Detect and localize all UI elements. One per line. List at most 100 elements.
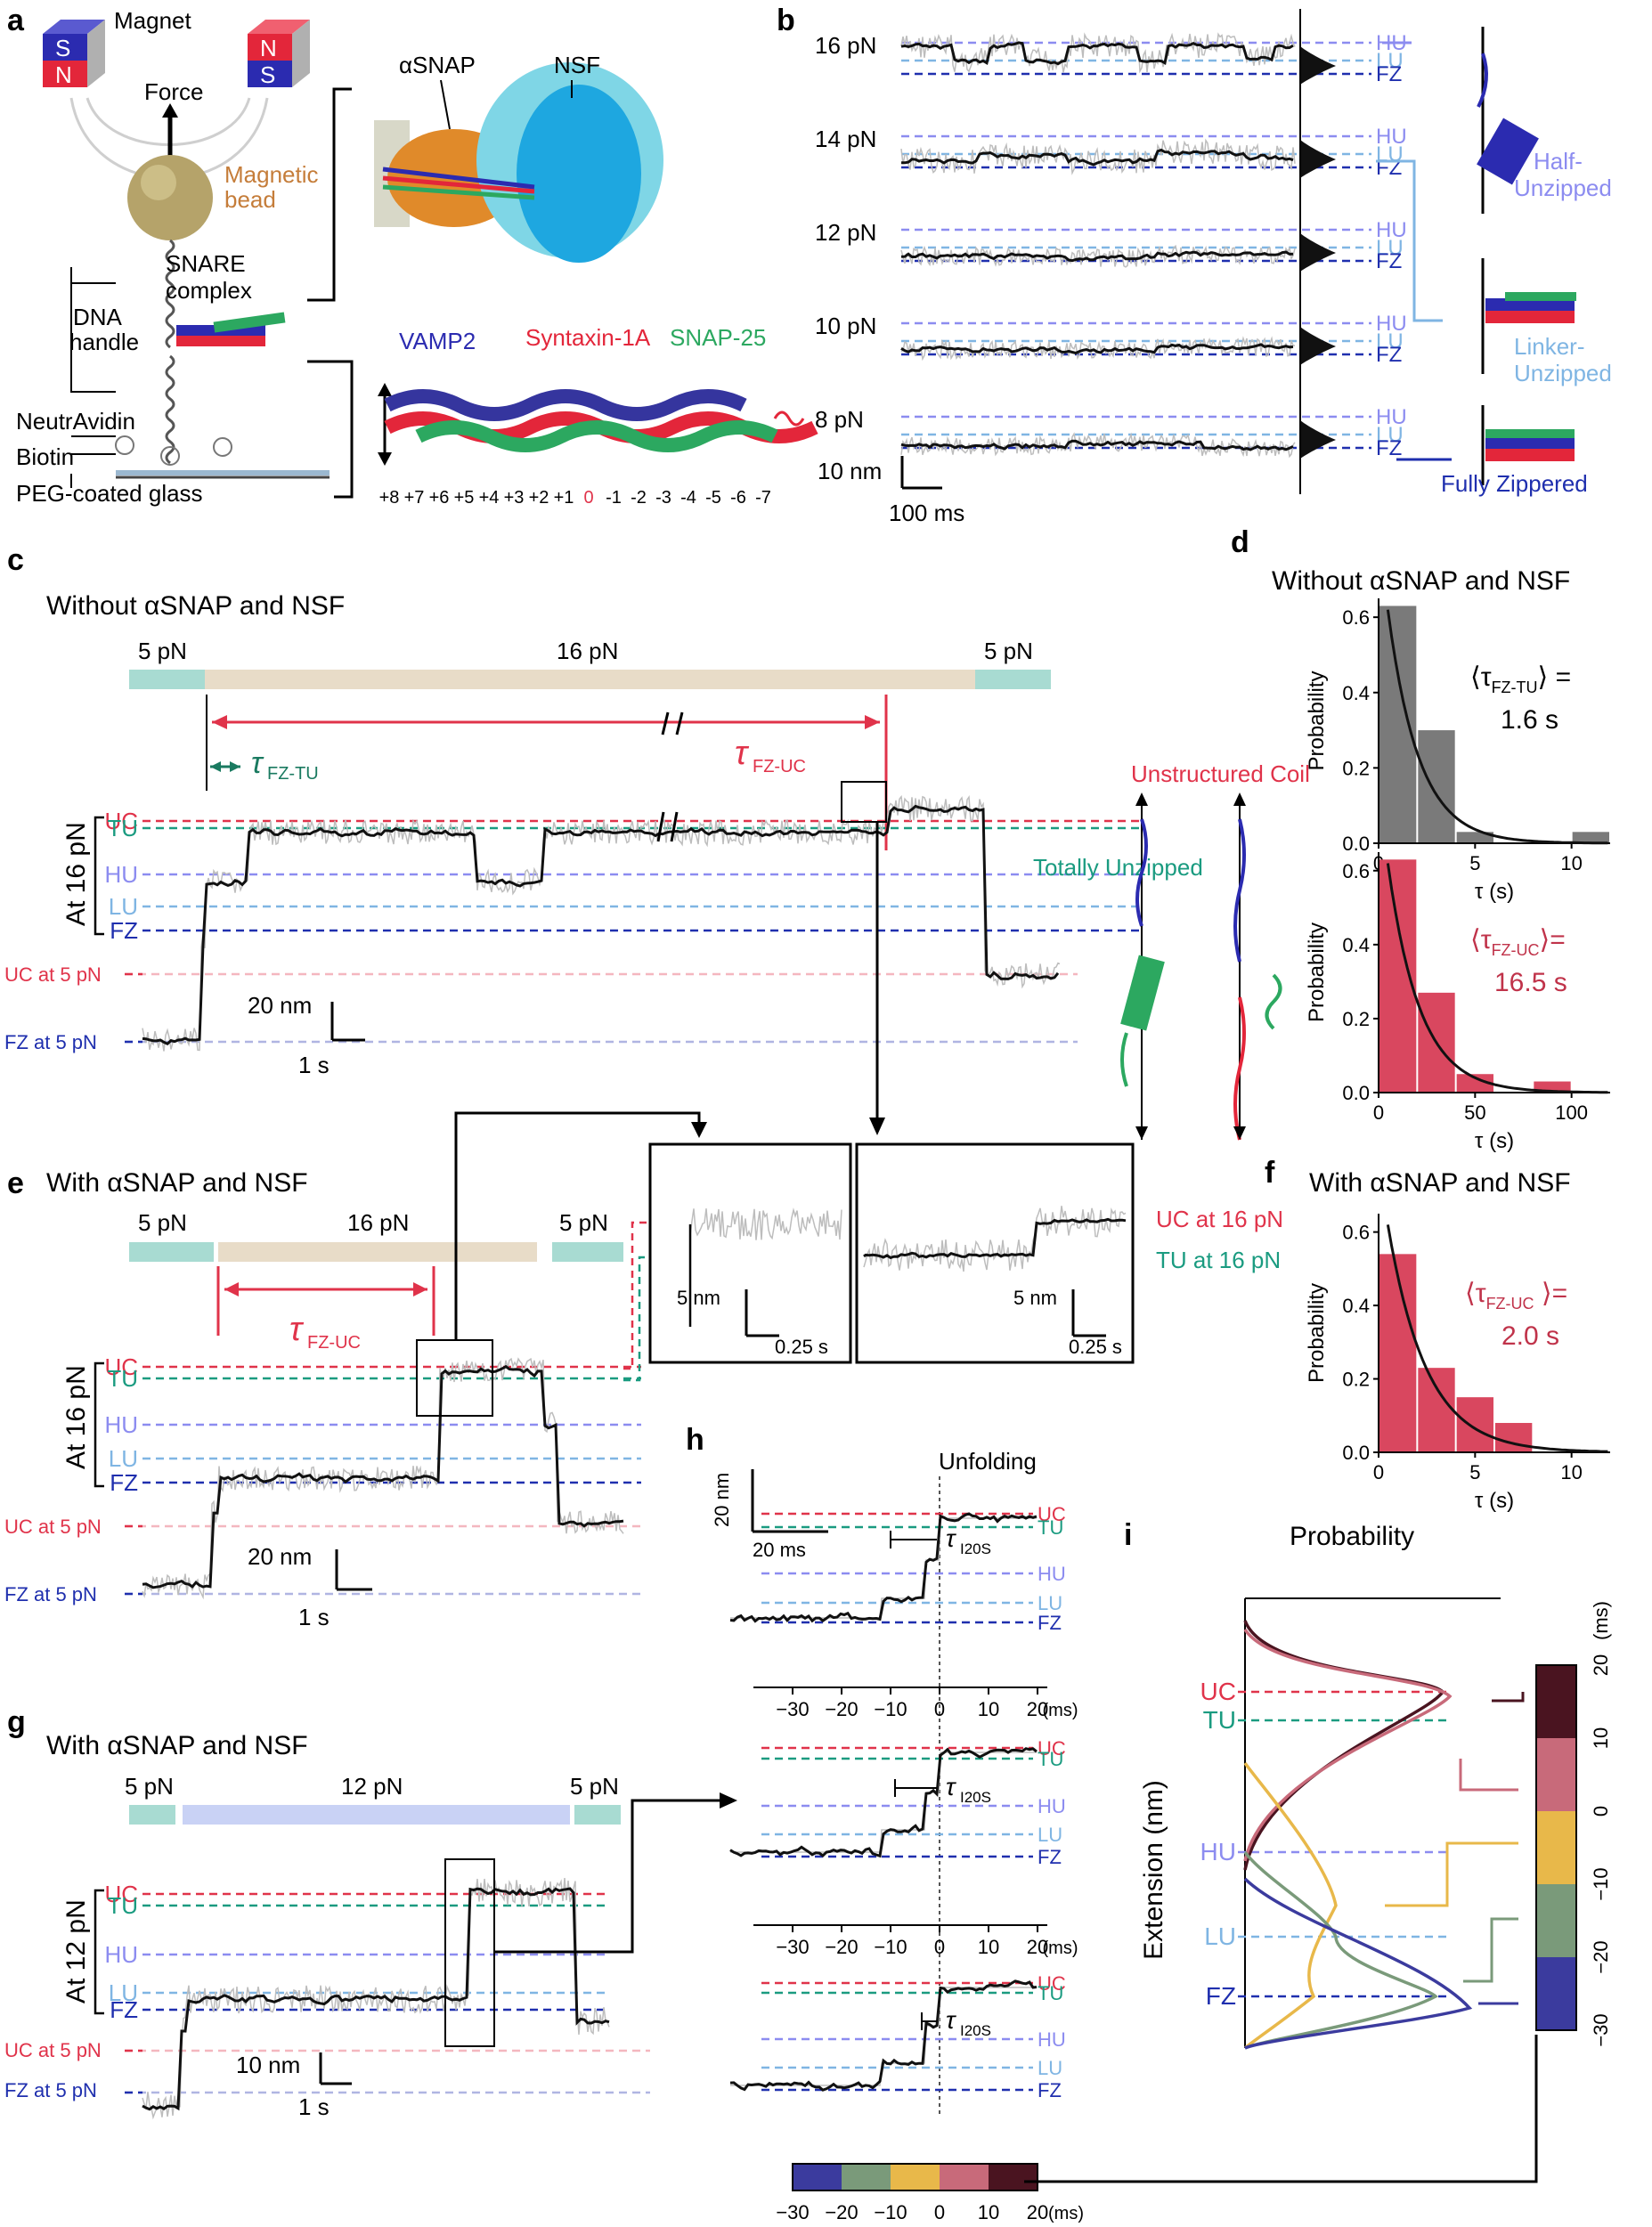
h-cbar-tick-5: 20 [1027,2201,1048,2223]
e-force-5pn-b [552,1242,623,1262]
fz-bundle-red [1485,449,1575,461]
bead-highlight [141,165,176,200]
e-scale-x-label: 1 s [298,1604,330,1630]
i-cbar-seg-3 [1536,1884,1576,1957]
inset-right-raw [863,1206,1127,1272]
panel-c-label: c [7,543,24,577]
dna-label: DNA [73,304,123,330]
h-tick-label-1-0: −30 [776,1936,809,1958]
layer--2: -2 [631,488,647,508]
vamp2-label: VAMP2 [399,328,476,354]
e-main-raw [142,1357,624,1600]
i-curve-1 [1243,1629,1453,1862]
h-tau-sub-1: I20S [960,1789,991,1806]
c-main-raw [142,794,1061,1052]
d-top-xlabel: τ (s) [1475,880,1514,904]
e-uc5-label: UC at 5 pN [4,1516,102,1538]
tu-inset-link [623,1256,650,1382]
inset-traces [688,1206,1127,1327]
i-step-3 [1463,1917,1518,1983]
d-bot-ytick-label-0.0: 0.0 [1342,1082,1370,1104]
layer-+6: +6 [429,488,450,508]
b-fz-4: FZ [1376,436,1402,460]
unfolding-label: Unfolding [939,1448,1037,1475]
c-tau-uc-sub: FZ-UC [753,757,806,776]
c-tu-cartoon-label: Totally Unzipped [1033,854,1203,881]
h-cbar-tick-3: 0 [934,2201,945,2223]
b-hu-2: HU [1376,218,1407,242]
uc-inset-link [623,1221,650,1370]
g-zoom-arrowhead [720,1792,737,1808]
layer--5: -5 [705,488,721,508]
d-bot-xtick-label-100: 100 [1555,1101,1588,1124]
i-cbar-tick-3: −10 [1590,1867,1612,1900]
h-hu-1: HU [1038,1795,1066,1817]
i-cbar-tick-0: 20 [1590,1654,1612,1676]
d-bot-mean: ⟨τFZ-UC⟩= [1470,925,1566,959]
inset-left-scale-x-label: 0.25 s [775,1336,828,1358]
h-tu-2: TU [1038,1982,1063,2004]
i-tu-label: TU [1203,1706,1236,1734]
c-tau-tu-head-l [210,761,221,772]
half-unzipped-strand [1477,53,1488,108]
magnetic-bead [127,155,213,240]
c-tau-uc-symbol: τ [735,735,750,772]
h-cbar-seg-2 [891,2164,940,2190]
d-top-value: 1.6 s [1501,705,1558,735]
b-lu-4: LU [1376,423,1404,447]
b-scale-y-label: 10 nm [818,458,882,484]
g-force-5pn-b [574,1805,621,1825]
layer-+5: +5 [454,488,475,508]
c-force-16pn-label: 16 pN [557,638,618,664]
i-step-2 [1385,1841,1518,1907]
linker-bundle-blue [1485,298,1575,311]
f-xlabel: τ (s) [1475,1489,1514,1513]
half-unzipped-label-2: Unzipped [1514,175,1612,201]
layer--4: -4 [680,488,696,508]
c-uc5-label: UC at 5 pN [4,963,102,986]
h-scale-x-label: 20 ms [753,1539,806,1561]
b-hu-3: HU [1376,312,1407,336]
h-uc-2: UC [1038,1972,1066,1995]
helix-snap25 [415,420,778,452]
f-bar-2 [1456,1397,1493,1452]
e-tau-sub: FZ-UC [307,1333,361,1353]
tu-at-16-label: TU at 16 pN [1156,1247,1281,1273]
f-value: 2.0 s [1501,1321,1559,1351]
magnet-left-face [43,20,105,34]
nsf-inner [517,85,641,263]
colorbar-link [1024,2035,1538,2183]
b-trace-3-raw [900,336,1296,362]
i-cbar-tick-1: 10 [1590,1727,1612,1749]
g-uc-label: UC [104,1881,138,1907]
f-ytick-label-0.2: 0.2 [1342,1369,1370,1391]
e-force-5pn-a [129,1242,214,1262]
lu-connector [1376,159,1443,322]
g-lu-label: LU [109,1979,138,2006]
layer-+1: +1 [554,488,574,508]
b-histogram-0 [1300,46,1336,85]
h-tu-1: TU [1038,1748,1063,1770]
e-uc-label: UC [104,1353,138,1380]
helix-arrow-up [378,383,392,396]
panel-h-label: h [686,1423,704,1457]
panel-f-title: With αSNAP and NSF [1309,1168,1571,1198]
inset-right-scale-x-label: 0.25 s [1069,1336,1122,1358]
tu-cartoon-green [1120,1032,1128,1087]
h-tick-label-0-3: 0 [934,1698,945,1720]
h-unit-1: (ms) [1043,1938,1078,1958]
d-bot-xtick-label-50: 50 [1464,1101,1485,1124]
g-scale-y-label: 10 nm [236,2052,300,2078]
b-histogram-1 [1300,140,1336,178]
g-fz-label: FZ [110,1996,138,2023]
helix-arrow-down [378,452,392,466]
panel-f-label: f [1265,1156,1275,1190]
